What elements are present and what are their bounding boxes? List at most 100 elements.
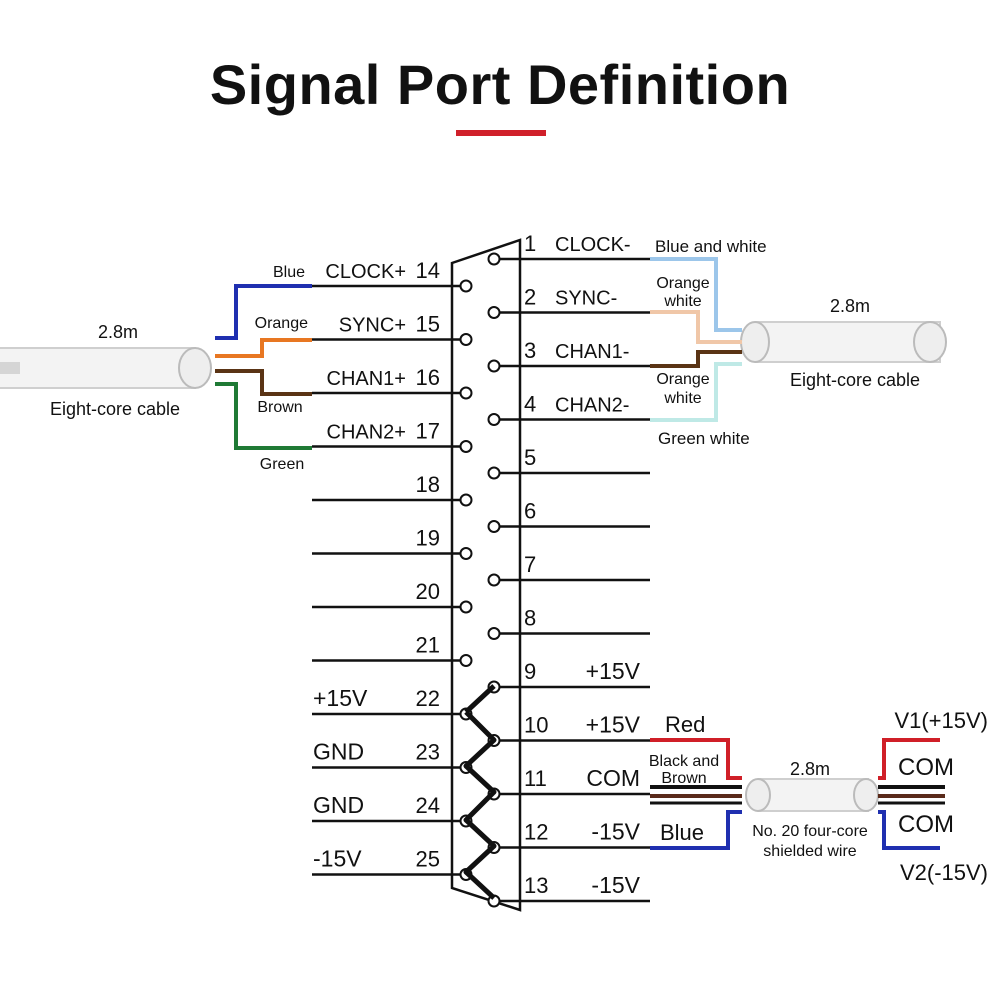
pin-contact	[459, 333, 473, 346]
power-wire-black-brown-label-2: Brown	[661, 770, 706, 787]
pin-number: 24	[416, 793, 440, 818]
pin-number: 6	[524, 499, 536, 524]
pin-signal-label: +15V	[586, 658, 641, 684]
power-cable-end-right	[853, 778, 879, 812]
right-cable-sheath	[755, 321, 941, 363]
pin-number: 9	[524, 659, 536, 684]
pin-contact	[487, 466, 501, 480]
left-pin-row: 22+15V	[312, 685, 473, 721]
power-cable-name-2: shielded wire	[763, 843, 856, 860]
power-wire-black-brown-label-1: Black and	[649, 753, 719, 770]
pin-number: 11	[524, 766, 547, 791]
pin-signal-label: +15V	[586, 712, 641, 738]
pin-contact	[487, 359, 501, 373]
page-title: Signal Port Definition	[209, 53, 791, 116]
pin-signal-label: CHAN2-	[555, 395, 629, 417]
pin-number: 23	[416, 740, 440, 765]
pin-number: 2	[524, 285, 536, 310]
power-wire-blue-right	[878, 810, 940, 850]
power-wire-blue-left	[650, 810, 742, 850]
pin-contact	[487, 413, 501, 426]
pin-contact	[459, 386, 473, 400]
power-wire-red-label: Red	[665, 712, 705, 737]
pin-number: 17	[416, 419, 440, 444]
left-cable-end	[178, 347, 212, 389]
pin-signal-label: GND	[313, 739, 364, 765]
right-cable-end-right	[913, 321, 947, 363]
right-pin-row: 6	[487, 499, 650, 533]
left-wire-blue	[215, 284, 312, 340]
pin-number: 3	[524, 338, 536, 363]
pin-contact	[459, 600, 473, 614]
pin-contact	[487, 252, 501, 266]
pin-signal-label: CLOCK+	[325, 261, 406, 283]
left-wire-green	[215, 382, 312, 450]
power-wire-red-right	[878, 738, 940, 780]
pin-contact	[459, 547, 473, 560]
pin-signal-label: SYNC+	[339, 315, 406, 337]
right-pin-row: 3 CHAN1-	[487, 338, 650, 373]
power-shielded-cable: Red Black and Brown Blue 2.8m No. 20 fou…	[649, 708, 988, 885]
right-pin-row: 13-15V	[487, 872, 650, 908]
pin-contact	[487, 627, 501, 640]
power-com-label-1: COM	[898, 754, 954, 781]
right-wire-orange-white	[650, 310, 742, 344]
pin-contact	[459, 493, 473, 507]
pin-number: 16	[416, 365, 440, 390]
pin-number: 8	[524, 606, 536, 631]
right-eight-core-cable: Blue and white Orange white Orange white…	[650, 237, 947, 448]
pin-signal-label: SYNC-	[555, 288, 617, 310]
power-jumper-wire	[463, 684, 497, 900]
left-pin-row: 18	[312, 472, 473, 507]
pin-contact	[487, 520, 501, 533]
right-cable-length: 2.8m	[830, 296, 870, 316]
pin-number: 10	[524, 713, 548, 738]
left-wire-green-label: Green	[260, 456, 304, 473]
pin-signal-label: -15V	[313, 846, 362, 872]
right-pin-row: 8	[487, 606, 650, 640]
power-v1-label: V1(+15V)	[894, 708, 988, 733]
left-cable-sheath	[0, 347, 196, 389]
pin-number: 13	[524, 873, 548, 898]
db25-connector-shell	[450, 238, 522, 912]
pin-number: 15	[416, 312, 440, 337]
pin-contact	[487, 306, 501, 319]
right-wire-orange-white-label-1: Orange	[656, 275, 709, 292]
right-pin-row: 11 COM	[487, 765, 650, 801]
right-wire-blue-white	[650, 257, 742, 332]
left-cable-name: Eight-core cable	[50, 399, 180, 419]
title-underline	[456, 130, 546, 136]
pin-contact	[487, 573, 501, 587]
right-wire-brown-white-label-1: Orange	[656, 371, 709, 388]
right-wire-orange-white-label-2: white	[663, 293, 701, 310]
right-cable-name: Eight-core cable	[790, 370, 920, 390]
power-cable-length: 2.8m	[790, 759, 830, 779]
power-wire-red-left	[650, 738, 742, 780]
power-cable-sheath	[758, 778, 869, 812]
left-wire-brown-label: Brown	[257, 399, 302, 416]
pin-number: 20	[416, 579, 440, 604]
left-wire-orange-label: Orange	[255, 315, 308, 332]
pin-signal-label: CLOCK-	[555, 234, 631, 256]
left-wire-blue-label: Blue	[273, 264, 305, 281]
right-wire-green-white	[650, 362, 742, 422]
left-pin-row: 19	[312, 526, 473, 560]
right-wire-blue-white-label: Blue and white	[655, 237, 767, 256]
left-pin-row: 15 SYNC+	[312, 312, 473, 346]
left-pin-row: 23 GND	[312, 739, 473, 774]
right-pin-row: 7	[487, 552, 650, 587]
left-pin-row: 17 CHAN2+	[312, 419, 473, 453]
pin-signal-label: CHAN1-	[555, 341, 629, 363]
pin-number: 22	[416, 686, 440, 711]
power-wire-blue-label: Blue	[660, 820, 704, 845]
right-cable-end-left	[740, 321, 770, 363]
pin-signal-label: COM	[586, 765, 640, 791]
right-wire-brown	[650, 350, 742, 368]
left-wire-orange	[215, 338, 312, 358]
pin-signal-label: CHAN2+	[327, 422, 406, 444]
pin-number: 21	[416, 633, 440, 658]
pin-contact	[459, 440, 473, 453]
